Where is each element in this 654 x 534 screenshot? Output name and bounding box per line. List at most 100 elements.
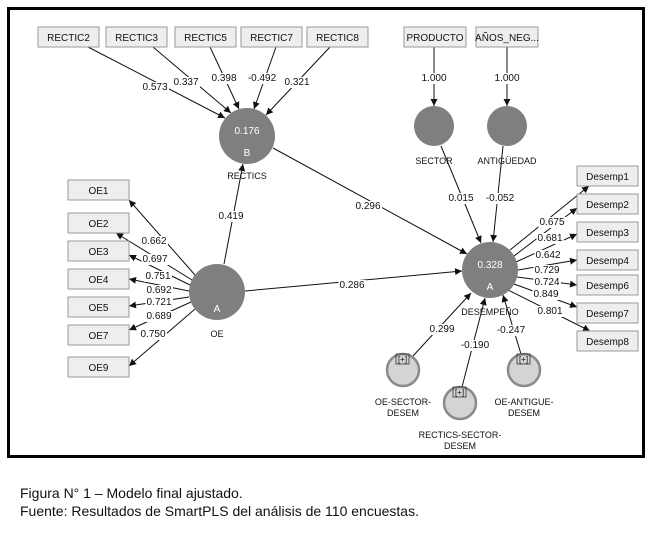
indicator-label: Desemp6 (586, 281, 629, 292)
loading-label-desemp4: 0.729 (534, 265, 559, 276)
indicator-desemp7[interactable]: Desemp7 (576, 302, 639, 324)
construct-name: DESEM (508, 408, 540, 418)
indicator-desemp4[interactable]: Desemp4 (576, 249, 639, 271)
indicator-label: OE9 (88, 363, 108, 374)
indicator-box (576, 193, 639, 215)
loading-label-oe1: 0.662 (141, 236, 166, 247)
loading-label-bg (534, 250, 562, 261)
construct-oe-sector[interactable]: [+]OE-SECTOR-DESEM (375, 352, 431, 418)
indicator-label: PRODUCTO (406, 33, 463, 44)
indicator-box (174, 26, 237, 48)
construct-name: DESEM (387, 408, 419, 418)
indicator-label: Desemp1 (586, 172, 629, 183)
path-coefficient-label: -0.190 (461, 340, 490, 351)
loading-label-desemp8: 0.801 (537, 306, 562, 317)
construct-circle (189, 264, 245, 320)
construct-sector[interactable]: SECTOR (414, 106, 454, 166)
path-oe_antigue-to-desempeno (501, 294, 522, 355)
loading-label-oe3: 0.751 (145, 271, 170, 282)
indicator-oe4[interactable]: OE4 (67, 268, 130, 290)
path-coefficient-label: 0.299 (429, 324, 454, 335)
expand-icon (395, 353, 410, 365)
construct-name: OE-ANTIGUE- (494, 397, 553, 407)
expand-icon-label: [+] (519, 355, 528, 364)
construct-circle (219, 108, 275, 164)
loading-label-bg (493, 73, 521, 84)
caption-source: Fuente: Resultados de SmartPLS del análi… (20, 503, 419, 519)
path-coefficient-bg (217, 211, 245, 222)
loading-label-bg (144, 271, 172, 282)
loading-label-desemp6: 0.724 (534, 277, 559, 288)
indicator-desemp8[interactable]: Desemp8 (576, 330, 639, 352)
path-coefficient-bg (484, 193, 516, 204)
indicator-label: OE7 (88, 331, 108, 342)
indicator-box (67, 240, 130, 262)
indicator-desemp2[interactable]: Desemp2 (576, 193, 639, 215)
indicator-label: Desemp2 (586, 200, 629, 211)
indicator-producto[interactable]: PRODUCTO (403, 26, 467, 48)
indicator-desemp6[interactable]: Desemp6 (576, 274, 639, 296)
indicator-box (403, 26, 467, 48)
loading-label-bg (532, 289, 560, 300)
construct-circle (462, 242, 518, 298)
indicator-oe5[interactable]: OE5 (67, 296, 130, 318)
indicator-label: OE1 (88, 186, 108, 197)
indicator-rectic5[interactable]: RECTIC5 (174, 26, 237, 48)
indicator-oe7[interactable]: OE7 (67, 324, 130, 346)
loading-label-oe9: 0.750 (140, 329, 165, 340)
construct-antiguedad[interactable]: ANTIGÜEDAD (477, 106, 537, 166)
indicator-box (67, 356, 130, 378)
indicator-rectic2[interactable]: RECTIC2 (37, 26, 100, 48)
indicator-box (67, 296, 130, 318)
indicator-oe1[interactable]: OE1 (67, 179, 130, 201)
loading-label-desemp3: 0.642 (535, 250, 560, 261)
loading-label-oe4: 0.692 (146, 285, 171, 296)
indicator-oe2[interactable]: OE2 (67, 212, 130, 234)
indicator-desemp1[interactable]: Desemp1 (576, 165, 639, 187)
loading-label-rectic3: 0.337 (173, 77, 198, 88)
path-coefficient-bg (495, 325, 527, 336)
loading-label-bg (536, 233, 564, 244)
indicator-oe3[interactable]: OE3 (67, 240, 130, 262)
loading-edge-desemp3 (515, 233, 578, 263)
construct-name: DESEMPEÑO (461, 307, 519, 317)
loading-label-bg (533, 265, 561, 276)
indicator-box (576, 249, 639, 271)
indicator-box (576, 330, 639, 352)
construct-circle (414, 106, 454, 146)
indicator-box (576, 165, 639, 187)
path-coefficient-bg (447, 193, 475, 204)
loading-label-desemp2: 0.681 (537, 233, 562, 244)
indicator-box (576, 221, 639, 243)
indicator-oe9[interactable]: OE9 (67, 356, 130, 378)
indicator-rectic7[interactable]: RECTIC7 (240, 26, 303, 48)
indicator-box (475, 26, 539, 48)
indicator-label: Desemp3 (586, 228, 629, 239)
indicator-label: RECTIC5 (184, 33, 227, 44)
loading-label-bg (145, 297, 173, 308)
loading-edge-desemp2 (513, 207, 578, 257)
path-coefficient-label: -0.247 (497, 325, 526, 336)
construct-rectics-sector[interactable]: [+]RECTICS-SECTOR-DESEM (419, 385, 502, 451)
indicator-box (105, 26, 168, 48)
loading-label-bg (145, 311, 173, 322)
construct-oe[interactable]: AOE (189, 264, 245, 339)
indicator-rectic8[interactable]: RECTIC8 (306, 26, 369, 48)
caption-title: Figura N° 1 – Modelo final ajustado. (20, 485, 243, 501)
loading-label-bg (283, 77, 311, 88)
indicator-label: RECTIC7 (250, 33, 293, 44)
indicator-rectic3[interactable]: RECTIC3 (105, 26, 168, 48)
r-squared-value: 0.328 (477, 260, 502, 271)
expand-icon (516, 353, 531, 365)
loading-label-oe7: 0.689 (146, 311, 171, 322)
loading-label-bg (538, 217, 566, 228)
indicator-anos_neg[interactable]: AÑOS_NEG... (475, 26, 539, 48)
figure-caption: Figura N° 1 – Modelo final ajustado. Fue… (20, 484, 419, 520)
indicator-desemp3[interactable]: Desemp3 (576, 221, 639, 243)
indicator-label: AÑOS_NEG... (475, 31, 539, 44)
construct-name: RECTICS-SECTOR- (419, 430, 502, 440)
construct-oe-antigue[interactable]: [+] OE-ANTIGUE-DESEM (494, 352, 554, 418)
